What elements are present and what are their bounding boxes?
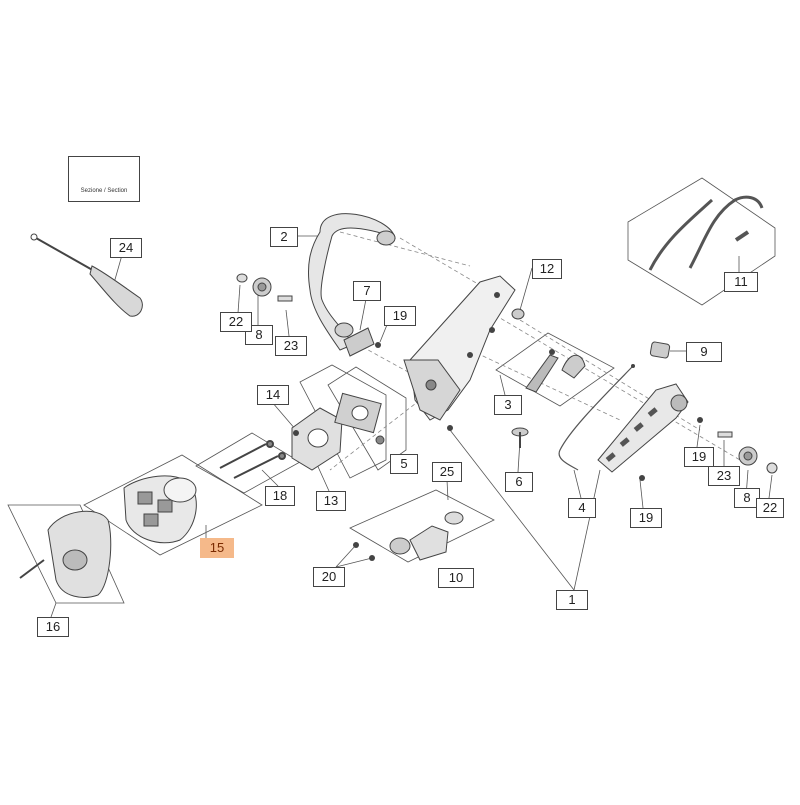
part-label-5[interactable]: 5: [390, 454, 418, 474]
section-label: Sezione / Section: [80, 188, 128, 194]
part-20-screws: [353, 542, 375, 561]
part-label-23-left[interactable]: 23: [275, 336, 307, 356]
part-label-24[interactable]: 24: [110, 238, 142, 258]
part-label-10[interactable]: 10: [438, 568, 474, 588]
part-label-12[interactable]: 12: [532, 259, 562, 279]
part-13-flange: [291, 407, 343, 471]
panel-13: [299, 364, 387, 479]
part-label-9[interactable]: 9: [686, 342, 722, 362]
panel-18: [195, 432, 301, 494]
part-label-23-right[interactable]: 23: [708, 466, 740, 486]
part-label-20[interactable]: 20: [313, 567, 345, 587]
part-label-15-highlighted[interactable]: 15: [200, 538, 234, 558]
panel-15: [83, 454, 263, 556]
section-reference-box: Sezione / Section: [68, 156, 140, 202]
part-15-air-filter: [123, 475, 197, 544]
part-label-6[interactable]: 6: [505, 472, 533, 492]
part-6-pin: [511, 427, 529, 448]
part-4-cable-handle: [558, 364, 689, 473]
part-label-25[interactable]: 25: [432, 462, 462, 482]
part-9-cap: [649, 341, 671, 359]
part-label-19-right[interactable]: 19: [684, 447, 714, 467]
part-12-bushing: [511, 308, 525, 320]
panel-10: [349, 489, 495, 563]
part-label-14[interactable]: 14: [257, 385, 289, 405]
panel-16: [7, 504, 125, 604]
part-label-22-left[interactable]: 22: [220, 312, 252, 332]
part-7-bracket: [343, 327, 381, 357]
part-hardware-right: [639, 417, 778, 481]
part-label-19-top[interactable]: 19: [384, 306, 416, 326]
part-label-8-left[interactable]: 8: [245, 325, 273, 345]
part-label-2[interactable]: 2: [270, 227, 298, 247]
part-label-3[interactable]: 3: [494, 395, 522, 415]
part-label-16[interactable]: 16: [37, 617, 69, 637]
part-3-trigger: [525, 349, 586, 393]
part-label-11[interactable]: 11: [724, 272, 758, 292]
part-2-handle: [307, 213, 396, 351]
panel-11: [627, 177, 776, 306]
part-18-bolts: [219, 440, 286, 479]
part-16-cover: [19, 510, 112, 598]
part-hardware-left: [236, 273, 293, 302]
part-label-4[interactable]: 4: [568, 498, 596, 518]
part-label-7[interactable]: 7: [353, 281, 381, 301]
part-1-housing: [403, 275, 516, 431]
panel-5: [327, 366, 407, 471]
part-label-22-right[interactable]: 22: [756, 498, 784, 518]
part-11-hoses: [648, 195, 764, 271]
part-24-tool: [30, 233, 143, 317]
part-label-1[interactable]: 1: [556, 590, 588, 610]
part-10-intake: [389, 511, 464, 561]
panel-3: [495, 332, 615, 407]
part-label-19-bottom[interactable]: 19: [630, 508, 662, 528]
part-label-13[interactable]: 13: [316, 491, 346, 511]
part-5-carburetor: [334, 392, 385, 445]
part-label-18[interactable]: 18: [265, 486, 295, 506]
